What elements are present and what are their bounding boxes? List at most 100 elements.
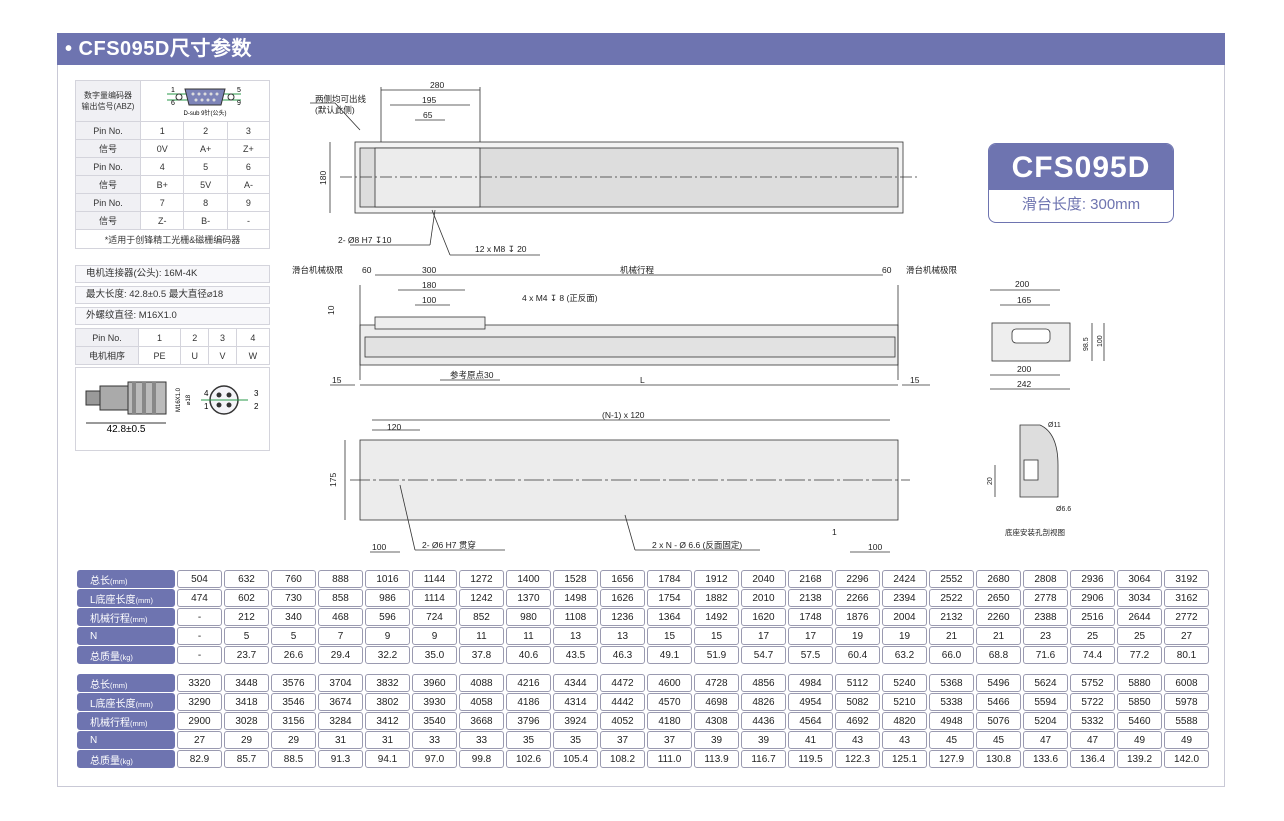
spec-cell: 91.3 [318, 750, 363, 768]
dim-175: 175 [328, 473, 338, 487]
spec-cell: 4344 [553, 674, 598, 692]
spec-row-label: N [77, 627, 175, 645]
spec-cell: 2010 [741, 589, 786, 607]
spec-cell: 1370 [506, 589, 551, 607]
spec-cell: 1620 [741, 608, 786, 626]
encoder-cell: 8 [183, 193, 228, 212]
encoder-cell: A- [226, 175, 271, 194]
spec-cell: 5204 [1023, 712, 1068, 730]
spec-cell: 4052 [600, 712, 645, 730]
spec-cell: 33 [459, 731, 504, 749]
spec-cell: 5850 [1117, 693, 1162, 711]
spec-cell: - [177, 608, 222, 626]
spec-cell: 4600 [647, 674, 692, 692]
spec-cell: 31 [365, 731, 410, 749]
spec-cell: 108.2 [600, 750, 645, 768]
dim-120: 120 [387, 422, 401, 432]
spec-cell: 3320 [177, 674, 222, 692]
spec-cell: 4180 [647, 712, 692, 730]
spec-cell: 5722 [1070, 693, 1115, 711]
spec-cell: - [177, 646, 222, 664]
spec-cell: 111.0 [647, 750, 692, 768]
spec-cell: 5 [271, 627, 316, 645]
motor-row-label: 电机相序 [75, 346, 139, 365]
spec-cell: 2778 [1023, 589, 1068, 607]
spec-cell: 25 [1070, 627, 1115, 645]
spec-cell: 54.7 [741, 646, 786, 664]
spec-cell: 3028 [224, 712, 269, 730]
motor-dim-thread: M16X1.0 [176, 387, 182, 412]
spec-cell: 212 [224, 608, 269, 626]
spec-label-text: 机械行程 [90, 717, 130, 729]
dsub-connector-cell: 1 5 6 9 D-sub 9针(公头) [140, 80, 270, 122]
spec-cell: 852 [459, 608, 504, 626]
connector-caption: D-sub 9针(公头) [183, 109, 226, 117]
spec-cell: 43 [882, 731, 927, 749]
spec-cell: 127.9 [929, 750, 974, 768]
model-name: CFS095D [989, 144, 1173, 190]
encoder-cell: 9 [226, 193, 271, 212]
hole-spec-2: 12 x M8 ↧ 20 [475, 244, 527, 254]
spec-cell: 66.0 [929, 646, 974, 664]
spec-cell: 4826 [741, 693, 786, 711]
spec-cell: 3546 [271, 693, 316, 711]
spec-cell: 49 [1117, 731, 1162, 749]
spec-cell: 3832 [365, 674, 410, 692]
spec-cell: 39 [694, 731, 739, 749]
dim-1: 1 [832, 527, 837, 537]
spec-row-label: 机械行程(mm) [77, 712, 175, 730]
encoder-row-label: Pin No. [75, 193, 141, 212]
spec-cell: 37 [647, 731, 692, 749]
cable-note-1: 两侧均可出线 [315, 94, 367, 104]
spec-cell: 63.2 [882, 646, 927, 664]
dim-L: L [640, 375, 645, 385]
spec-cell: 4314 [553, 693, 598, 711]
spec-cell: 2516 [1070, 608, 1115, 626]
spec-cell: 1784 [647, 570, 692, 588]
spec-cell: 13 [553, 627, 598, 645]
spec-cell: 4058 [459, 693, 504, 711]
spec-cell: 46.3 [600, 646, 645, 664]
encoder-label-line2: 输出信号(ABZ) [81, 102, 135, 111]
motor-connector-drawing: 42.8±0.5 M16X1.0 ⌀18 4 3 1 2 [75, 367, 270, 451]
spec-cell: 2522 [929, 589, 974, 607]
spec-cell: 3284 [318, 712, 363, 730]
encoder-cell: 7 [139, 193, 185, 212]
spec-label-unit: (mm) [135, 699, 154, 709]
spec-cell: 35 [506, 731, 551, 749]
spec-cell: 2424 [882, 570, 927, 588]
spec-cell: 71.6 [1023, 646, 1068, 664]
spec-cell: 4948 [929, 712, 974, 730]
slider-length: 滑台长度: 300mm [1021, 196, 1141, 213]
motor-dim-dia: ⌀18 [186, 394, 192, 405]
spec-cell: 340 [271, 608, 316, 626]
spec-cell: - [177, 627, 222, 645]
encoder-cell: Z+ [226, 139, 271, 158]
spec-cell: 468 [318, 608, 363, 626]
spec-cell: 3418 [224, 693, 269, 711]
spec-label-text: 总长 [90, 575, 110, 587]
spec-cell: 1882 [694, 589, 739, 607]
cable-note-2: (默认此侧) [315, 105, 355, 115]
encoder-cell: Z- [139, 211, 185, 230]
spec-cell: 5 [224, 627, 269, 645]
spec-cell: 2650 [976, 589, 1021, 607]
end-dim-242: 242 [1017, 379, 1031, 389]
spec-cell: 980 [506, 608, 551, 626]
spec-cell: 2004 [882, 608, 927, 626]
spec-cell: 3540 [412, 712, 457, 730]
section-dim-11: Ø11 [1048, 422, 1061, 429]
spec-cell: 40.6 [506, 646, 551, 664]
spec-cell: 2680 [976, 570, 1021, 588]
spec-row-label: 总长(mm) [77, 570, 175, 588]
encoder-cell: B+ [139, 175, 185, 194]
spec-cell: 49.1 [647, 646, 692, 664]
spec-cell: 2138 [788, 589, 833, 607]
